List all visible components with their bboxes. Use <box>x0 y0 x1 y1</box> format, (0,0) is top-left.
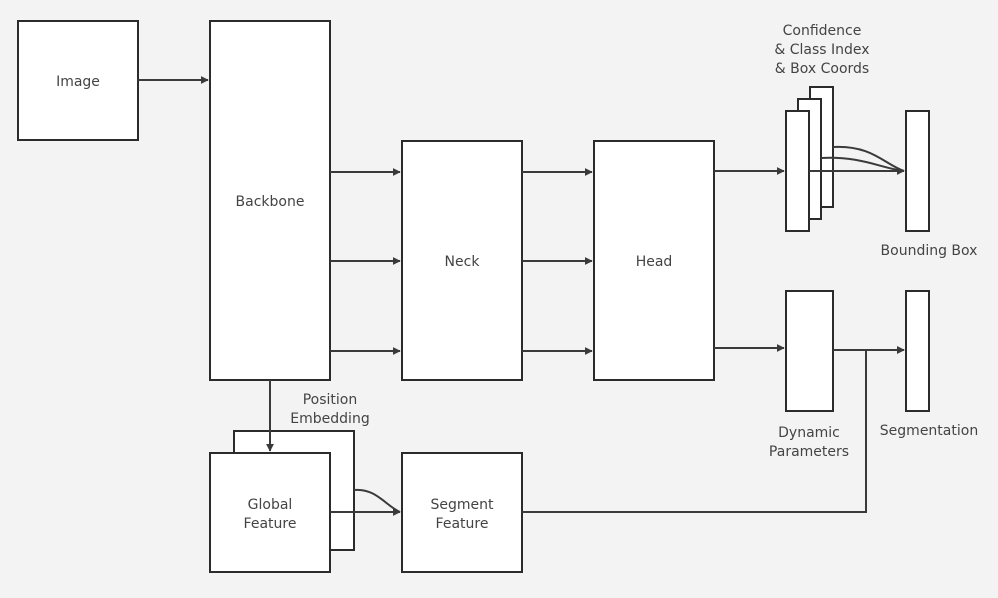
segmentation-map <box>905 290 930 412</box>
confidence-label-1: Confidence <box>783 23 862 39</box>
dynamic-parameters-box <box>785 290 834 412</box>
position-embedding-label-2: Embedding <box>290 411 369 427</box>
bounding-box-label: Bounding Box <box>881 243 978 259</box>
confidence-label-2: & Class Index <box>774 42 869 58</box>
image-box <box>17 20 139 141</box>
image-label: Image <box>56 74 100 90</box>
dynamic-parameters-label-2: Parameters <box>769 444 849 460</box>
head-box <box>593 140 715 381</box>
segmentation-label: Segmentation <box>880 423 978 439</box>
segment-feature-label-1: Segment <box>431 497 495 513</box>
arrow-segment-to-segmentation <box>522 346 905 513</box>
neck-label: Neck <box>445 254 481 270</box>
global-feature-box <box>209 452 331 573</box>
bounding-box-map <box>905 110 930 232</box>
backbone-box <box>209 20 331 381</box>
arrow-global-to-segment-2 <box>353 488 401 513</box>
confidence-label-3: & Box Coords <box>775 61 869 77</box>
dynamic-parameters-label-1: Dynamic <box>778 425 840 441</box>
prediction-map-front <box>785 110 810 232</box>
arrow-predictions-to-bbox-3 <box>832 145 905 172</box>
arrow-predictions-to-bbox-2 <box>820 156 905 172</box>
position-embedding-label-1: Position <box>303 392 358 408</box>
head-label: Head <box>636 254 673 270</box>
neck-box <box>401 140 523 381</box>
global-feature-label-1: Global <box>248 497 293 513</box>
segment-feature-label-2: Feature <box>436 516 489 532</box>
segment-feature-box <box>401 452 523 573</box>
backbone-label: Backbone <box>236 194 305 210</box>
global-feature-label-2: Feature <box>244 516 297 532</box>
